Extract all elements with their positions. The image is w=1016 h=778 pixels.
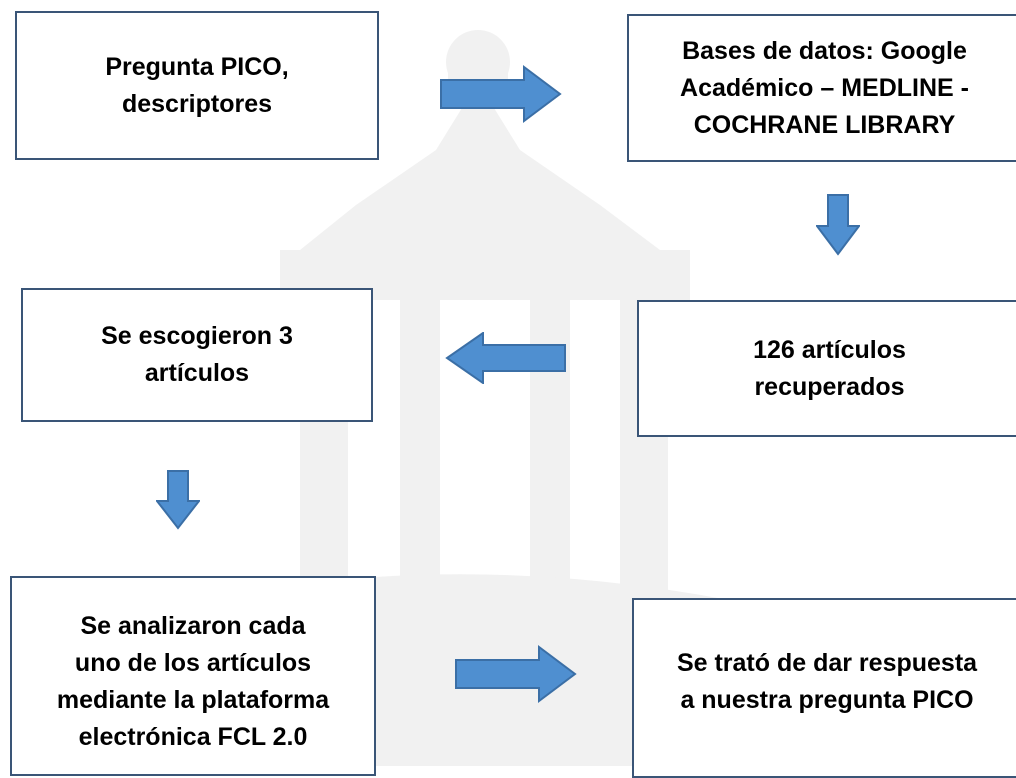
node-se-escogieron: Se escogieron 3 artículos [21, 288, 373, 422]
node-articulos-recuperados-label: 126 artículos recuperados [753, 335, 906, 401]
node-pregunta-pico: Pregunta PICO, descriptores [15, 11, 379, 160]
arrow-down-1 [816, 194, 860, 256]
node-se-analizaron-label: Se analizaron cada uno de los artículos … [56, 612, 330, 751]
arrow-down-2 [156, 470, 200, 530]
node-pregunta-pico-label: Pregunta PICO, descriptores [105, 52, 289, 118]
node-bases-de-datos: Bases de datos: Google Académico – MEDLI… [627, 14, 1016, 162]
node-se-escogieron-label: Se escogieron 3 artículos [101, 322, 293, 387]
node-se-analizaron: Se analizaron cada uno de los artículos … [10, 576, 376, 776]
node-articulos-recuperados: 126 artículos recuperados [637, 300, 1016, 437]
arrow-left-1 [445, 332, 566, 384]
arrow-right-2 [455, 645, 577, 703]
arrow-right-1 [440, 65, 562, 123]
node-bases-de-datos-label: Bases de datos: Google Académico – MEDLI… [680, 36, 969, 139]
node-respuesta-label: Se trató de dar respuesta a nuestra preg… [676, 649, 978, 714]
node-respuesta: Se trató de dar respuesta a nuestra preg… [632, 598, 1016, 778]
